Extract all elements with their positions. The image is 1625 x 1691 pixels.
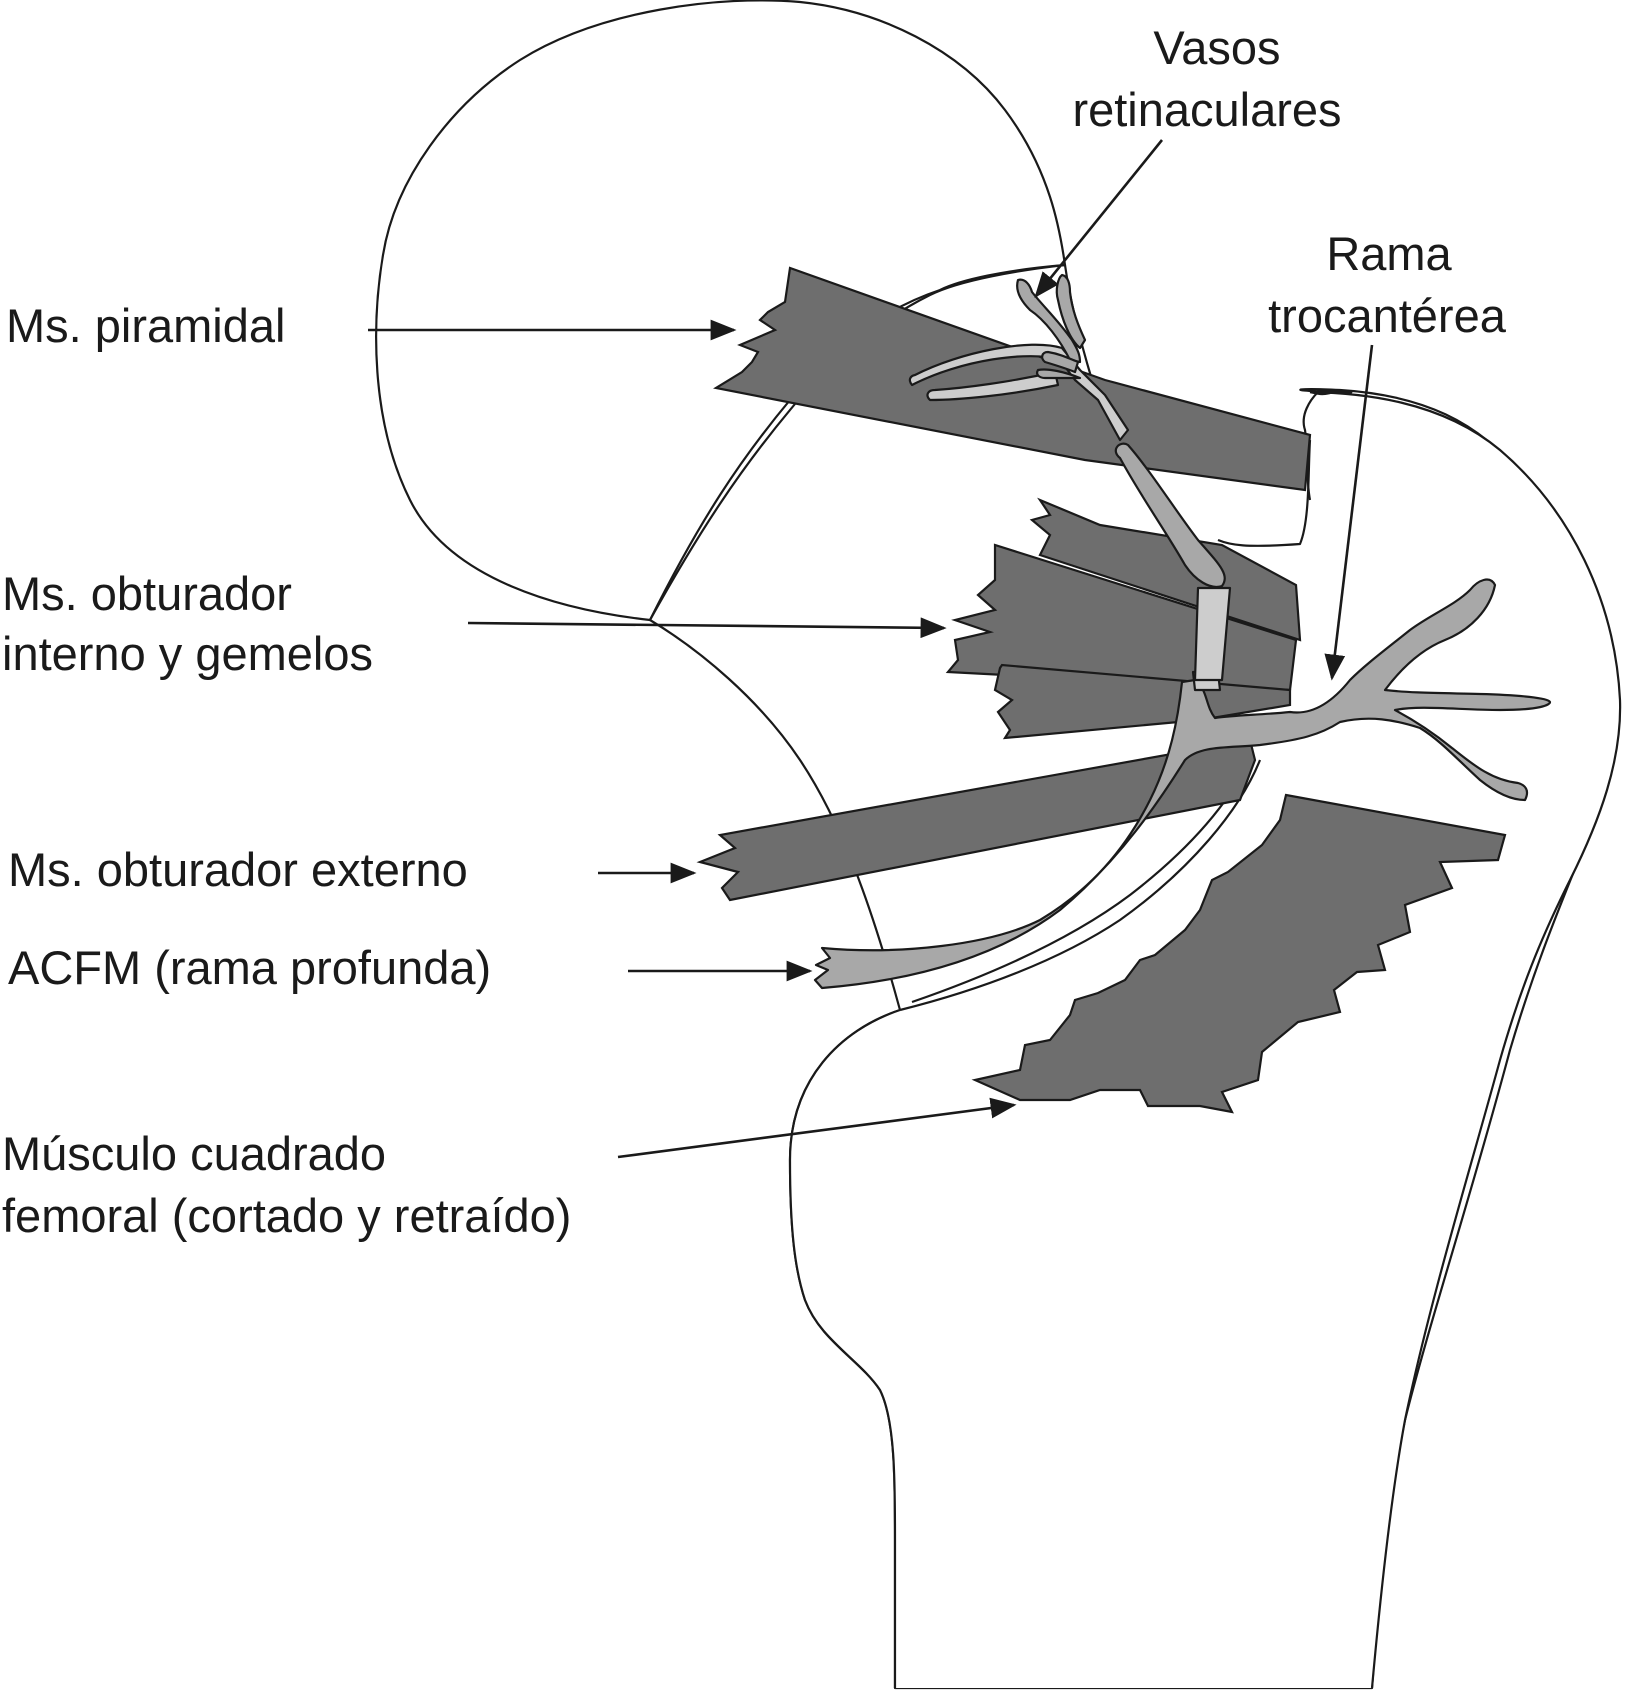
label-cuadrado-line1: Músculo cuadrado <box>2 1127 386 1180</box>
leader-rama <box>1324 344 1374 681</box>
label-rama-line1: Rama <box>1326 227 1452 280</box>
piriformis-muscle <box>713 266 1312 492</box>
label-vasos-line2: retinaculares <box>1072 83 1341 136</box>
posterior-trochanter-line <box>1217 439 1312 547</box>
retinacular-vessel-2 <box>926 370 1060 402</box>
label-rama-line2: trocantérea <box>1268 289 1507 342</box>
ascending-vessel-mid <box>1193 586 1232 682</box>
obturator-internus-upper <box>1029 497 1302 642</box>
leader-obturador-interno <box>467 617 947 639</box>
femoral-head-outline <box>375 0 1067 622</box>
label-cuadrado-line2: femoral (cortado y retraído) <box>2 1189 571 1242</box>
ascending-vessel-upper <box>1114 442 1226 588</box>
label-vasos-line1: Vasos <box>1153 21 1280 74</box>
label-acfm: ACFM (rama profunda) <box>8 941 491 994</box>
label-obturador-interno-line2: interno y gemelos <box>2 627 373 680</box>
vessels <box>813 273 1552 990</box>
label-obturador-interno-line1: Ms. obturador <box>2 567 292 620</box>
intertrochanteric-line <box>899 759 1262 1012</box>
obturator-externus-muscle <box>696 738 1257 902</box>
retinacular-vessel-3 <box>1016 278 1082 364</box>
retinacular-vessel-5 <box>1041 350 1080 374</box>
leader-cuadrado <box>617 1097 1017 1159</box>
retinacular-vessel-4 <box>1055 273 1087 350</box>
label-obturador-externo: Ms. obturador externo <box>8 843 468 896</box>
label-piramidal: Ms. piramidal <box>6 299 285 352</box>
leader-lines <box>368 139 1374 1159</box>
shaft-left-edge <box>788 1008 901 1688</box>
quadratus-femoris-shape <box>971 793 1507 1114</box>
labels: Vasos retinaculares Rama trocantérea Ms.… <box>2 21 1507 1242</box>
neck-lower-line <box>649 619 902 1011</box>
leader-vasos <box>1034 139 1164 299</box>
retinacular-vessel-6 <box>1036 368 1082 380</box>
muscles <box>696 266 1507 1114</box>
trochanter-edge <box>1309 390 1622 1689</box>
acfm-deep-branch <box>813 578 1552 990</box>
